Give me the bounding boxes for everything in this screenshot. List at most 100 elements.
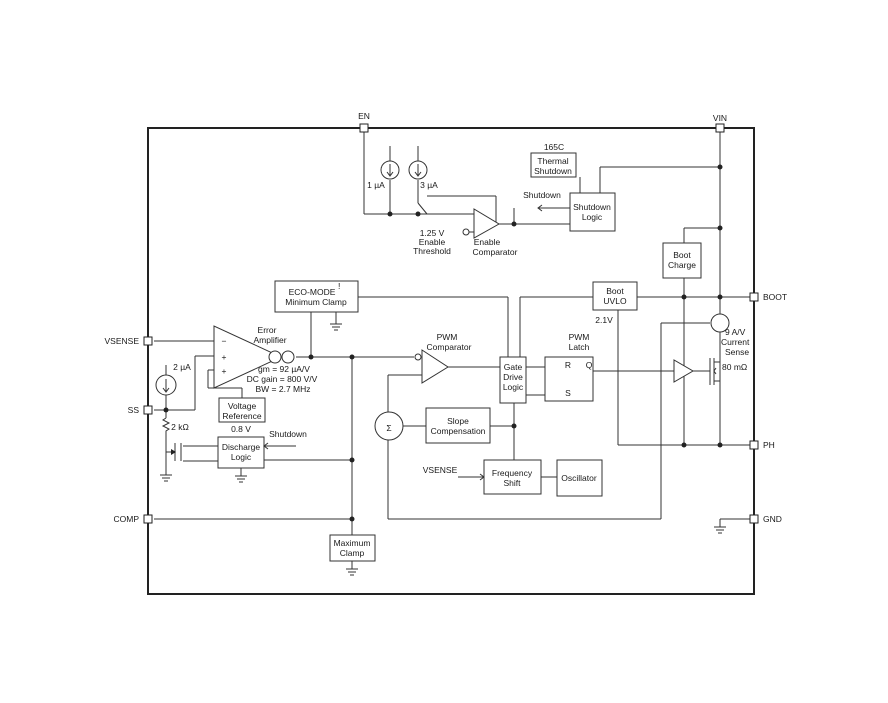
svg-text:UVLO: UVLO (603, 296, 627, 306)
oscillator-block: Oscillator (556, 459, 603, 497)
junction-dots (163, 164, 723, 522)
pin-vin-label: VIN (713, 113, 727, 123)
pin-boot-label: BOOT (763, 292, 787, 302)
svg-text:Compensation: Compensation (431, 426, 486, 436)
gate-drive-logic-block: Gate Drive Logic (499, 356, 527, 404)
svg-text:Current: Current (721, 337, 750, 347)
pin-vsense-label: VSENSE (105, 336, 140, 346)
svg-text:Frequency: Frequency (492, 468, 533, 478)
svg-text:Shutdown: Shutdown (269, 429, 307, 439)
svg-text:2 kΩ: 2 kΩ (171, 422, 189, 432)
svg-text:Σ: Σ (386, 423, 391, 433)
boot-uvlo-block: Boot UVLO 2.1V (592, 281, 638, 325)
svg-text:PWM: PWM (437, 332, 458, 342)
svg-text:165C: 165C (544, 142, 564, 152)
current-source-3ua: 3 µA (408, 160, 438, 190)
svg-text:PWM: PWM (569, 332, 590, 342)
eco-mode-clamp-block: ECO-MODE ! Minimum Clamp (274, 280, 359, 313)
svg-text:Oscillator: Oscillator (561, 473, 597, 483)
svg-text:!: ! (338, 281, 340, 291)
svg-text:Boot: Boot (606, 286, 624, 296)
maximum-clamp-block: Maximum Clamp (329, 534, 376, 562)
pwm-latch-block: PWM Latch R Q S (544, 332, 594, 402)
pin-gnd-label: GND (763, 514, 782, 524)
thermal-shutdown-block: 165C Thermal Shutdown (530, 142, 577, 178)
pin-comp-label: COMP (114, 514, 140, 524)
shutdown-logic-block: Shutdown Logic Shutdown (523, 190, 616, 232)
pin-vsense (143, 336, 153, 346)
svg-text:gm = 92 µA/V: gm = 92 µA/V (258, 364, 310, 374)
ic-outline (147, 127, 755, 595)
svg-text:0.8 V: 0.8 V (231, 424, 251, 434)
svg-text:Drive: Drive (503, 372, 523, 382)
shutdown-signal-label: Shutdown (523, 190, 561, 200)
svg-text:1.25 V: 1.25 V (420, 228, 445, 238)
pin-vin (715, 123, 725, 133)
discharge-logic-block: Discharge Logic Shutdown (217, 429, 307, 469)
summing-node: Σ (374, 411, 404, 441)
svg-text:3 µA: 3 µA (420, 180, 438, 190)
svg-text:Charge: Charge (668, 260, 696, 270)
svg-text:1 µA: 1 µA (367, 180, 385, 190)
svg-text:Enable: Enable (419, 237, 446, 247)
svg-text:Sense: Sense (725, 347, 749, 357)
svg-text:S: S (565, 388, 571, 398)
svg-text:Shutdown: Shutdown (534, 166, 572, 176)
svg-text:+: + (222, 352, 227, 362)
error-amplifier: − + + Error Amplifier gm = 92 µA/V DC ga… (213, 325, 318, 394)
svg-text:Clamp: Clamp (340, 548, 365, 558)
slope-compensation-block: Slope Compensation (425, 407, 491, 444)
pin-gnd (749, 514, 759, 524)
svg-text:Minimum Clamp: Minimum Clamp (285, 297, 347, 307)
svg-text:ECO-MODE: ECO-MODE (289, 287, 336, 297)
svg-text:R: R (565, 360, 571, 370)
svg-text:Discharge: Discharge (222, 442, 261, 452)
ss-current-source: 2 µA 2 kΩ (155, 362, 191, 432)
svg-text:Logic: Logic (582, 212, 603, 222)
pin-ph-label: PH (763, 440, 775, 450)
current-source-1ua: 1 µA (367, 160, 400, 190)
discharge-mosfet (171, 443, 176, 461)
svg-text:+: + (222, 366, 227, 376)
current-sense: 9 A/V Current Sense (710, 313, 750, 357)
enable-comparator: Enable Comparator 1.25 V Enable Threshol… (413, 208, 518, 257)
high-side-mosfet: 80 mΩ (673, 340, 747, 385)
svg-text:Threshold: Threshold (413, 246, 451, 256)
pin-en (359, 123, 369, 133)
pin-boot (749, 292, 759, 302)
pins: EN VIN VSENSE SS COMP BOOT PH GND (105, 111, 788, 524)
frequency-shift-block: VSENSE Frequency Shift (423, 459, 542, 495)
svg-text:Voltage: Voltage (228, 401, 257, 411)
svg-text:Amplifier: Amplifier (253, 335, 286, 345)
svg-text:Comparator: Comparator (427, 342, 472, 352)
pwm-comparator: PWM Comparator (414, 332, 472, 384)
svg-text:Q: Q (586, 360, 593, 370)
svg-text:2.1V: 2.1V (595, 315, 613, 325)
svg-text:Boot: Boot (673, 250, 691, 260)
pin-ss (143, 405, 153, 415)
pin-en-label: EN (358, 111, 370, 121)
svg-text:Error: Error (258, 325, 277, 335)
svg-text:DC gain = 800 V/V: DC gain = 800 V/V (247, 374, 318, 384)
svg-text:Shift: Shift (503, 478, 521, 488)
wires (154, 125, 754, 569)
pin-ss-label: SS (128, 405, 140, 415)
svg-text:Enable: Enable (474, 237, 501, 247)
svg-text:Comparator: Comparator (473, 247, 518, 257)
svg-text:BW = 2.7 MHz: BW = 2.7 MHz (255, 384, 310, 394)
svg-text:2 µA: 2 µA (173, 362, 191, 372)
svg-text:Slope: Slope (447, 416, 469, 426)
svg-text:−: − (222, 336, 227, 346)
boot-charge-block: Boot Charge (662, 242, 702, 279)
svg-text:80 mΩ: 80 mΩ (722, 362, 747, 372)
svg-text:9 A/V: 9 A/V (725, 327, 746, 337)
svg-text:Shutdown: Shutdown (573, 202, 611, 212)
svg-text:Maximum: Maximum (334, 538, 371, 548)
svg-text:Gate: Gate (504, 362, 523, 372)
svg-text:Logic: Logic (503, 382, 524, 392)
svg-text:Thermal: Thermal (537, 156, 568, 166)
ground-symbols (160, 323, 726, 576)
svg-text:Latch: Latch (569, 342, 590, 352)
svg-text:Reference: Reference (222, 411, 261, 421)
